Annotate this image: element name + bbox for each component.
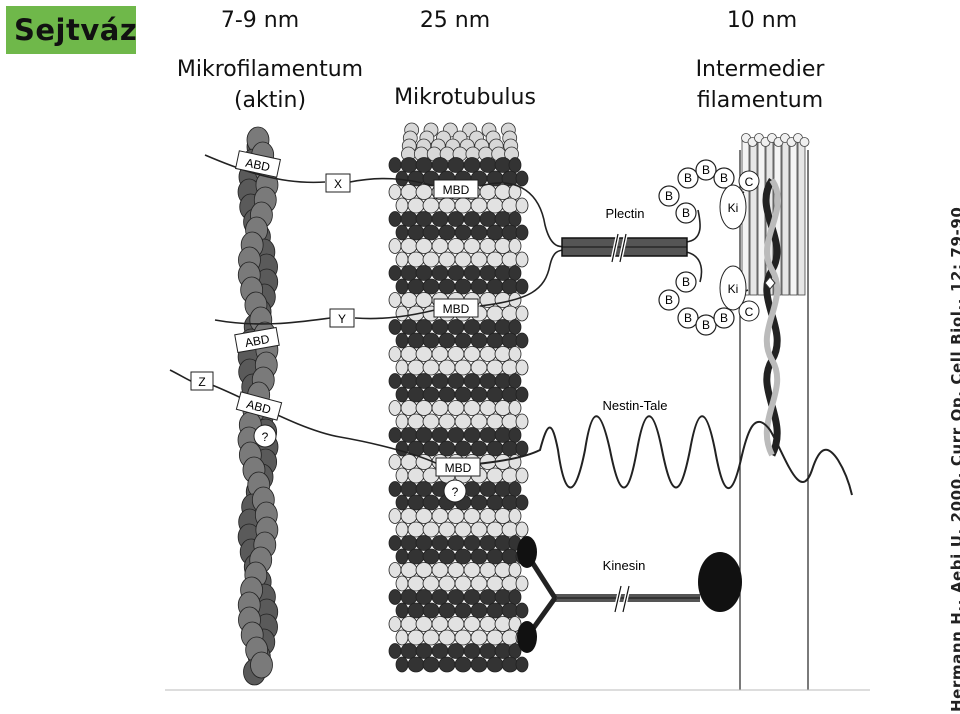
nestin-tail (439, 415, 853, 496)
linker-y-box: Y (329, 308, 355, 328)
abd-box: ABD (235, 391, 283, 421)
plectin-rod (561, 233, 688, 263)
svg-text:Ki: Ki (728, 201, 739, 215)
mbd-box: MBD (433, 298, 479, 318)
mbd-box: MBD (435, 457, 481, 477)
svg-text:C: C (745, 175, 754, 189)
title-box: Sejtváz (6, 6, 138, 54)
ki-domain: Ki (719, 265, 747, 311)
plectin-b-domain: B (677, 307, 699, 329)
svg-text:X: X (334, 177, 342, 191)
svg-text:MBD: MBD (445, 461, 472, 475)
intermediate-filament (739, 133, 810, 690)
b-domain-label: B (665, 293, 673, 307)
intermediate-name-line1: Intermedier (695, 57, 825, 82)
plectin-b-domain: B (713, 307, 735, 329)
svg-text:ABD: ABD (245, 397, 273, 417)
b-domain-label: B (665, 189, 673, 203)
plectin-b-domain: B (695, 159, 717, 181)
plectin-b-domain: B (675, 202, 697, 224)
c-domain: C (738, 300, 760, 322)
unknown-marker: ? (443, 479, 467, 503)
svg-text:Ki: Ki (728, 282, 739, 296)
nestin-label: Nestin-Tale (602, 398, 667, 413)
svg-text:C: C (745, 305, 754, 319)
ki-domain: Ki (719, 184, 747, 230)
microtubule-size-label: 25 nm (419, 8, 491, 33)
b-domain-label: B (720, 171, 728, 185)
b-domain-label: B (720, 311, 728, 325)
domain-labels: ABD ABD ABD X Y Z MBD MBD (190, 150, 760, 573)
intermediate-name-line2: filamentum (696, 88, 824, 113)
linker-x-box: X (325, 173, 351, 193)
b-domain-label: B (702, 163, 710, 177)
slide-title: Sejtváz (14, 13, 138, 47)
source-citation: Hermann H., Aebi U. 2000, Curr Op. Cell … (948, 206, 960, 712)
plectin-b-domain: B (658, 289, 680, 311)
svg-text:?: ? (262, 430, 269, 444)
unknown-marker: ? (253, 424, 277, 448)
actin-name-line1: Mikrofilamentum (176, 57, 364, 82)
plectin-b-domain: B (713, 167, 735, 189)
svg-text:?: ? (452, 485, 459, 499)
microtubule (388, 122, 529, 673)
kinesin-label: Kinesin (603, 558, 646, 573)
intermediate-size-label: 10 nm (726, 8, 798, 33)
actin-size-label: 7-9 nm (220, 8, 300, 33)
svg-text:Y: Y (338, 312, 346, 326)
plectin-b-domain: B (658, 185, 680, 207)
b-domain-label: B (684, 171, 692, 185)
plectin-b-domain: B (677, 167, 699, 189)
actin-name-line2: (aktin) (233, 88, 307, 113)
plectin-b-domain: B (675, 271, 697, 293)
svg-text:ABD: ABD (244, 332, 271, 350)
mbd-box: MBD (433, 179, 479, 199)
b-domain-label: B (684, 311, 692, 325)
plectin-label: Plectin (605, 206, 644, 221)
svg-text:Z: Z (198, 375, 205, 389)
c-domain: C (738, 170, 760, 192)
plectin-b-domain: B (695, 314, 717, 336)
abd-box: ABD (234, 326, 280, 354)
kinesin-motor (517, 536, 742, 653)
linker-z-box: Z (190, 371, 214, 391)
b-domain-label: B (682, 275, 690, 289)
svg-text:MBD: MBD (443, 302, 470, 316)
svg-text:MBD: MBD (443, 183, 470, 197)
svg-text:ABD: ABD (244, 156, 271, 175)
b-domain-label: B (682, 206, 690, 220)
abd-box: ABD (234, 150, 282, 178)
b-domain-label: B (702, 318, 710, 332)
microtubule-name: Mikrotubulus (394, 85, 536, 110)
